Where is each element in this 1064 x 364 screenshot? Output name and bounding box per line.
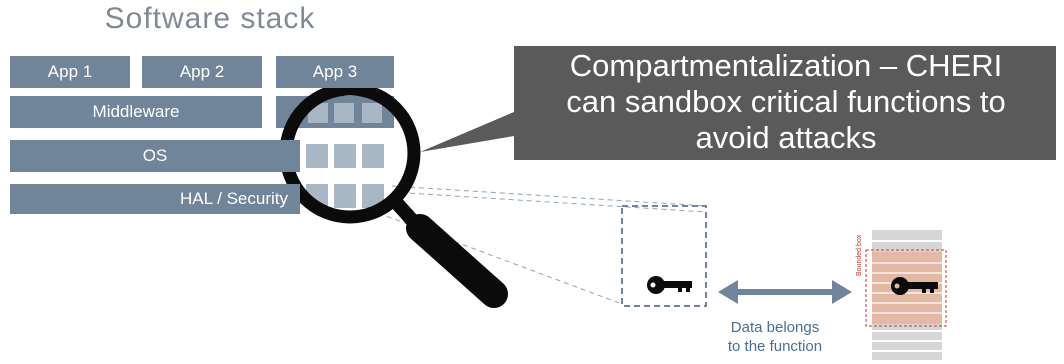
compartment-squares (306, 103, 384, 208)
key-icon (647, 276, 692, 294)
app2-layer: App 2 (142, 56, 262, 88)
memory-column (865, 230, 947, 360)
hal-layer: HAL / Security (10, 184, 300, 214)
projection-lines (369, 185, 707, 305)
key-icon-memory (891, 277, 938, 295)
data-caption: Data belongs to the function (700, 318, 850, 356)
key-hole-memory (894, 283, 900, 289)
middleware-layer: Middleware (10, 96, 262, 128)
callout-text: Compartmentalization – CHERI can sandbox… (520, 48, 1052, 156)
double-arrow-icon (718, 280, 852, 304)
bounded-box (865, 249, 947, 327)
stack-title: Software stack (104, 2, 316, 35)
caption-line-1: Data belongs (730, 319, 820, 336)
bounded-box-label: Bounded box (856, 234, 863, 276)
caption-line-2: to the function (727, 338, 823, 355)
callout-background (420, 46, 1056, 160)
callout-line-3: avoid attacks (695, 120, 877, 155)
app1-layer: App 1 (10, 56, 130, 88)
callout-line-1: Compartmentalization – CHERI (569, 48, 1003, 83)
callout-line-2: can sandbox critical functions to (566, 84, 1006, 119)
zoom-box (621, 205, 707, 307)
os-layer: OS (10, 140, 300, 172)
key-hole (650, 282, 656, 288)
app3-layer: App 3 (276, 56, 394, 88)
